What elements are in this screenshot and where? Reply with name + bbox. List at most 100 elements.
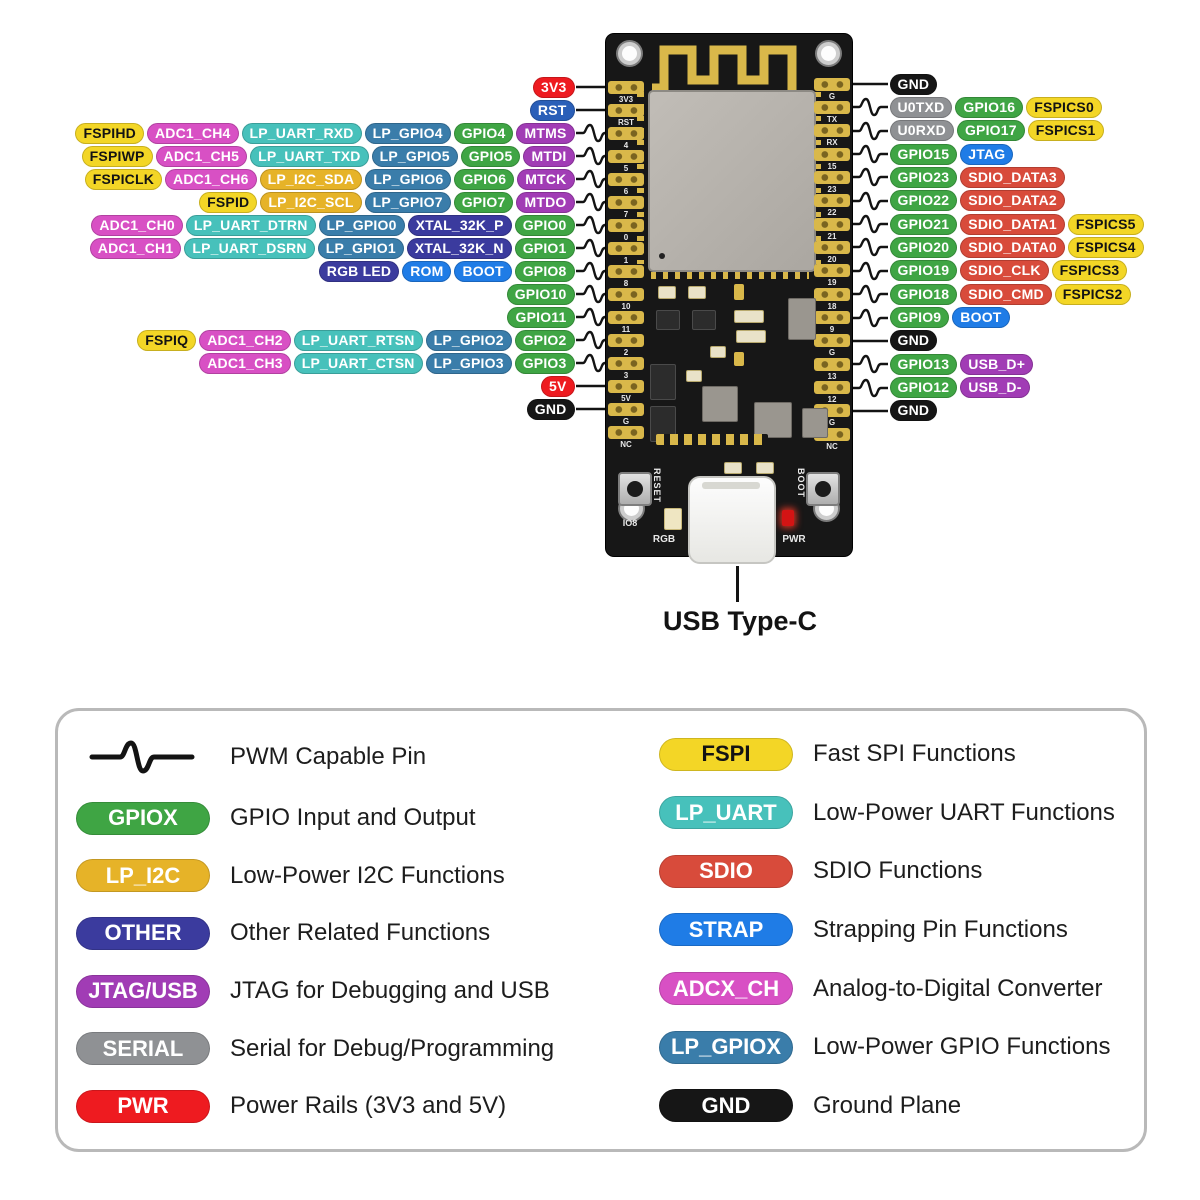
pin-pill: ADC1_CH6 [165, 168, 257, 190]
pin-pad [608, 402, 644, 416]
pin-pad [608, 241, 644, 255]
pin-pill: GPIO18 [889, 283, 958, 305]
pin-pill: FSPIQ [137, 329, 197, 351]
component [658, 286, 676, 299]
silk-label: 13 [827, 371, 837, 381]
pin-pill: LP_GPIO2 [425, 329, 512, 351]
usb-c-connector-lip [702, 482, 760, 489]
pin-pill: GPIO19 [889, 260, 958, 282]
silk-label: 20 [827, 254, 837, 264]
component [754, 402, 792, 438]
component [692, 310, 716, 330]
pin-pill: GPIO5 [460, 145, 521, 167]
pin-pad [608, 103, 644, 117]
component [656, 310, 680, 330]
pin-pill: SDIO_CLK [960, 260, 1049, 282]
pin-pad [814, 147, 850, 161]
rgb-led [664, 508, 682, 530]
pin-pill: LP_GPIO4 [364, 122, 451, 144]
silk-label: 3 [623, 370, 629, 380]
pin-pill: MTMS [516, 122, 575, 144]
pin-pill: 5V [540, 375, 575, 397]
pin-pill: FSPICS0 [1026, 96, 1102, 118]
legend-label: SDIO Functions [813, 857, 983, 885]
pin-pill: GPIO16 [955, 96, 1024, 118]
legend-pill: SERIAL [76, 1032, 210, 1066]
pin-pad [814, 264, 850, 278]
pin-pill: GPIO7 [453, 191, 514, 213]
pin-pad [608, 333, 644, 347]
pin-pill: MTDO [516, 191, 575, 213]
straight-wire-icon [852, 339, 888, 343]
pin-pill: GPIO17 [956, 120, 1025, 142]
pwm-wire-icon [576, 146, 612, 166]
mounting-hole [618, 42, 641, 65]
component [736, 330, 766, 343]
pin-pill: GPIO20 [889, 236, 958, 258]
legend-key: LP_GPIOX [651, 1030, 801, 1064]
legend-key: LP_UART [651, 796, 801, 830]
pin-pill: GPIO13 [889, 353, 958, 375]
pin-pill: GND [526, 398, 575, 420]
legend-label: Other Related Functions [230, 919, 491, 947]
legend-key: STRAP [651, 913, 801, 947]
legend-key [68, 737, 218, 777]
legend-label: Low-Power GPIO Functions [813, 1033, 1111, 1061]
pin-pill: GPIO0 [514, 214, 575, 236]
legend-label: Low-Power UART Functions [813, 798, 1115, 826]
legend-key: FSPI [651, 737, 801, 771]
pin-pad [608, 172, 644, 186]
boot-button [806, 472, 840, 506]
legend-pill: LP_GPIOX [659, 1030, 793, 1064]
pin-pill: GND [889, 330, 938, 352]
pin-pill: FSPICS1 [1027, 120, 1104, 142]
pin-pill: GND [889, 73, 938, 95]
pwm-wire-icon [852, 144, 888, 164]
pin-pill: XTAL_32K_N [406, 237, 512, 259]
component [656, 434, 768, 445]
silk-label: G [622, 416, 630, 426]
pin-pill: ADC1_CH3 [199, 352, 291, 374]
pin-pill: SDIO_DATA2 [960, 190, 1065, 212]
pin-pill: GPIO4 [453, 122, 514, 144]
pin-pad [814, 100, 850, 114]
pin-pill: FSPID [199, 191, 258, 213]
pin-pad [814, 334, 850, 348]
silk-label: 19 [827, 278, 837, 288]
legend-key: GND [651, 1089, 801, 1123]
silk-label: 8 [623, 278, 629, 288]
pin-pill: GPIO9 [889, 307, 950, 328]
pin-pad [814, 170, 850, 184]
pin-pill: SDIO_CMD [960, 283, 1052, 305]
legend-row: LP_UART Low-Power UART Functions [651, 796, 1144, 830]
pin-pill: GPIO21 [889, 213, 958, 235]
pin-pad [814, 240, 850, 254]
pin-pad [608, 264, 644, 278]
pwm-wire-icon [852, 121, 888, 140]
pin-pill: GPIO8 [514, 260, 575, 282]
pin-pad [608, 80, 644, 94]
silk-label: 18 [827, 301, 837, 311]
pwm-wire-icon [576, 238, 612, 258]
pwm-wire-icon [852, 354, 888, 374]
pwm-wire-icon [852, 168, 888, 187]
pin-pill: MTDI [523, 145, 575, 167]
component [734, 310, 764, 323]
pin-pad [608, 425, 644, 439]
pin-pill: ROM [402, 260, 452, 282]
legend-pill: GPIOX [76, 801, 210, 835]
pin-row: GND [852, 73, 939, 95]
pin-pill: LP_I2C_SCL [260, 191, 362, 213]
legend-pill: PWR [76, 1089, 210, 1123]
legend-pill: LP_UART [659, 796, 793, 830]
